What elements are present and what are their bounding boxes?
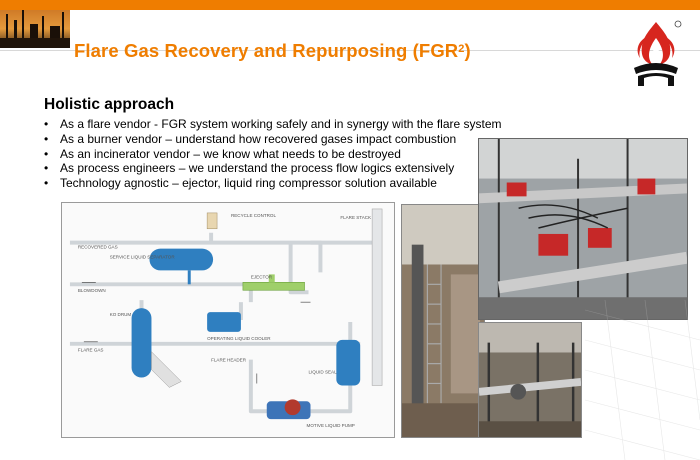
label-flare-gas: FLARE GAS: [78, 348, 104, 353]
label-operating-liquid-cooler: OPERATING LIQUID COOLER: [207, 336, 271, 341]
background-pattern: [585, 300, 700, 460]
label-flare-header: FLARE HEADER: [211, 358, 247, 363]
flame-logo-icon: [628, 18, 684, 90]
title-superscript: 2: [458, 42, 465, 55]
skid-photo-bottom: [478, 322, 582, 438]
label-ko-drum: KO DRUM: [110, 312, 132, 317]
process-flow-diagram: RECYCLE CONTROL FLARE STACK RECOVERED GA…: [61, 202, 395, 438]
bullet-item: •Technology agnostic – ejector, liquid r…: [44, 176, 437, 191]
bullet-item: •As a flare vendor - FGR system working …: [44, 117, 502, 131]
section-heading: Holistic approach: [44, 96, 175, 113]
label-ejector: EJECTOR: [251, 274, 273, 279]
bullet-item: •As a burner vendor – understand how rec…: [44, 131, 457, 146]
label-recovered-gas: RECOVERED GAS: [78, 245, 118, 250]
slide-title: Flare Gas Recovery and Repurposing (FGR2…: [74, 40, 471, 61]
label-motive-liquid-pump: MOTIVE LIQUID PUMP: [307, 423, 355, 428]
bullet-item: •As process engineers – we understand th…: [44, 161, 455, 176]
label-service-liquid-separator: SERVICE LIQUID SEPARATOR: [110, 255, 176, 260]
bullet-item: •As an incinerator vendor – we know what…: [44, 146, 401, 161]
top-accent-bar: [0, 0, 700, 10]
bullet-list: •As a flare vendor - FGR system working …: [44, 117, 502, 191]
label-liquid-seal: LIQUID SEAL: [309, 370, 338, 375]
skid-photo-left: [401, 204, 485, 438]
label-flare-stack: FLARE STACK: [340, 215, 371, 220]
title-divider: [0, 50, 700, 51]
skid-photo-right: [478, 138, 688, 320]
label-blowdown: BLOWDOWN: [78, 288, 106, 293]
label-recycle-control: RECYCLE CONTROL: [231, 213, 276, 218]
